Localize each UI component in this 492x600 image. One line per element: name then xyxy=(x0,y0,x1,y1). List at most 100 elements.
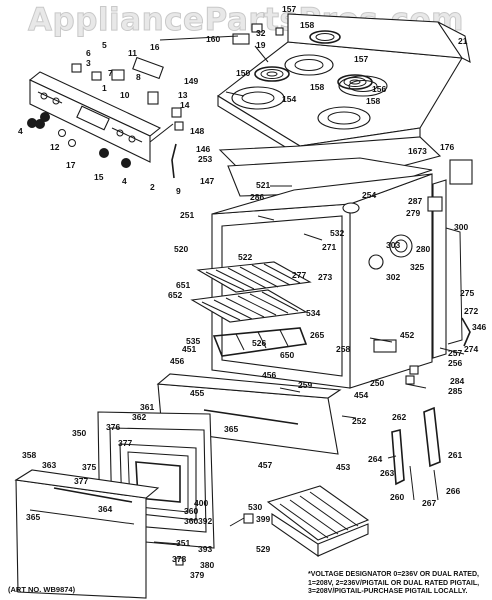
label-14: 14 xyxy=(180,100,190,110)
label-252: 252 xyxy=(352,416,366,426)
side-components xyxy=(368,159,473,353)
label-160: 160 xyxy=(206,34,220,44)
label-262: 262 xyxy=(392,412,406,422)
label-1: 1 xyxy=(102,83,107,93)
label-251: 251 xyxy=(180,210,194,220)
leader-lines xyxy=(149,35,465,545)
cooktop xyxy=(217,13,471,157)
label-350: 350 xyxy=(72,428,86,438)
label-261: 261 xyxy=(448,450,462,460)
label-6: 6 xyxy=(86,48,91,58)
label-286: 286 xyxy=(250,192,264,202)
label-378: 378 xyxy=(172,554,186,564)
oven-racks xyxy=(190,261,312,357)
label-254: 254 xyxy=(362,190,376,200)
door-hinges xyxy=(175,365,441,566)
label-534: 534 xyxy=(306,308,320,318)
control-knobs xyxy=(27,112,177,179)
label-10: 10 xyxy=(120,90,130,100)
label-456a: 456 xyxy=(170,356,184,366)
label-651: 651 xyxy=(176,280,190,290)
label-259: 259 xyxy=(298,380,312,390)
label-279: 279 xyxy=(406,208,420,218)
label-253: 253 xyxy=(198,154,212,164)
label-375: 375 xyxy=(82,462,96,472)
label-2: 2 xyxy=(150,182,155,192)
label-157a: 157 xyxy=(282,4,296,14)
label-7: 7 xyxy=(108,68,113,78)
label-530: 530 xyxy=(248,502,262,512)
label-652: 652 xyxy=(168,290,182,300)
label-12: 12 xyxy=(50,142,60,152)
label-365b: 365 xyxy=(26,512,40,522)
label-4b: 4 xyxy=(122,176,127,186)
label-250: 250 xyxy=(370,378,384,388)
label-156: 156 xyxy=(372,84,386,94)
label-9: 9 xyxy=(176,186,181,196)
voltage-note: *VOLTAGE DESIGNATOR 0=236V OR DUAL RATED… xyxy=(308,571,479,597)
art-number: (ART NO. WB9874) xyxy=(8,585,76,594)
voltage-note-line-3: 3=208V/PIGTAIL-PURCHASE PIGTAIL LOCALLY. xyxy=(308,588,468,595)
label-284: 284 xyxy=(450,376,464,386)
label-274: 274 xyxy=(464,344,478,354)
label-526: 526 xyxy=(252,338,266,348)
label-521: 521 xyxy=(256,180,270,190)
label-158c: 158 xyxy=(310,82,324,92)
label-256: 256 xyxy=(448,358,462,368)
label-264: 264 xyxy=(368,454,382,464)
label-535: 535 xyxy=(186,336,200,346)
label-32: 32 xyxy=(256,28,266,38)
label-266: 266 xyxy=(446,486,460,496)
label-360: 360 xyxy=(184,506,198,516)
callout-labels: 157 160 32 19 158 21 16 11 5 6 3 7 1 8 1… xyxy=(18,4,486,580)
label-360b: 360 xyxy=(184,516,198,526)
label-457: 457 xyxy=(258,460,272,470)
label-365a: 365 xyxy=(224,424,238,434)
label-522: 522 xyxy=(238,252,252,262)
label-377b: 377 xyxy=(74,476,88,486)
label-275: 275 xyxy=(460,288,474,298)
label-358: 358 xyxy=(22,450,36,460)
broiler-drawer xyxy=(156,373,342,455)
label-379: 379 xyxy=(190,570,204,580)
label-13: 13 xyxy=(178,90,188,100)
label-351: 351 xyxy=(176,538,190,548)
terminal-blocks xyxy=(232,23,284,45)
label-21: 21 xyxy=(458,36,468,46)
label-300: 300 xyxy=(454,222,468,232)
label-287: 287 xyxy=(408,196,422,206)
label-157b: 157 xyxy=(354,54,368,64)
label-267: 267 xyxy=(422,498,436,508)
label-376: 376 xyxy=(106,422,120,432)
label-455: 455 xyxy=(190,388,204,398)
label-529: 529 xyxy=(256,544,270,554)
label-303: 303 xyxy=(386,240,400,250)
voltage-note-line-2: 1=208V, 2=236V/PIGTAIL OR DUAL RATED PIG… xyxy=(308,579,480,587)
broiler-pan xyxy=(266,485,370,558)
label-17: 17 xyxy=(66,160,76,170)
voltage-note-line-1: *VOLTAGE DESIGNATOR 0=236V OR DUAL RATED… xyxy=(308,571,479,578)
label-154: 154 xyxy=(282,94,296,104)
oven-door-outer xyxy=(14,469,160,599)
label-11: 11 xyxy=(128,48,137,58)
label-362: 362 xyxy=(132,412,146,422)
label-363: 363 xyxy=(42,460,56,470)
label-453: 453 xyxy=(336,462,350,472)
label-146: 146 xyxy=(196,144,210,154)
label-272: 272 xyxy=(464,306,478,316)
label-258: 258 xyxy=(336,344,350,354)
label-650: 650 xyxy=(280,350,294,360)
label-400: 400 xyxy=(194,498,208,508)
label-271: 271 xyxy=(322,242,336,252)
label-454: 454 xyxy=(354,390,368,400)
control-panel xyxy=(28,56,184,163)
label-285: 285 xyxy=(448,386,462,396)
label-364: 364 xyxy=(98,504,112,514)
label-263: 263 xyxy=(380,468,394,478)
label-260: 260 xyxy=(390,492,404,502)
label-399: 399 xyxy=(256,514,270,524)
label-392: 392 xyxy=(198,516,212,526)
label-4a: 4 xyxy=(18,126,23,136)
